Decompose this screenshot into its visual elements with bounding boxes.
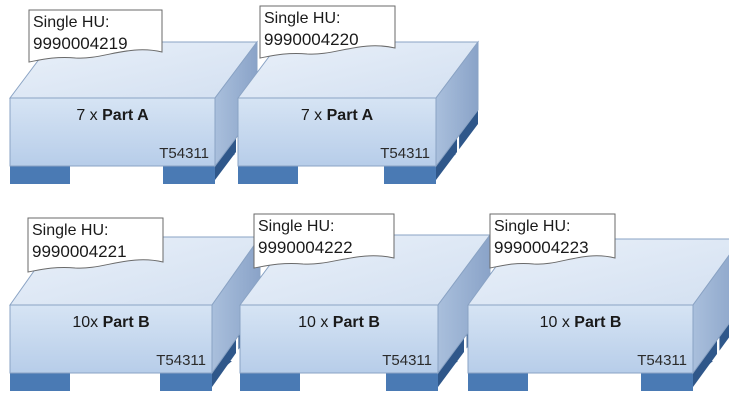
hu-tag: Single HU: 9990004221	[27, 217, 164, 273]
box-front-face	[467, 304, 694, 374]
hu-number: 9990004222	[258, 238, 353, 257]
pallet-skid	[384, 166, 436, 184]
pallet-code: T54311	[156, 352, 206, 369]
pallet-skid	[468, 373, 528, 391]
part-name: Part B	[103, 314, 150, 331]
pallet-code: T54311	[159, 145, 209, 162]
pallet-3: 10x Part B T54311 Single HU: 9990004221	[9, 217, 261, 391]
hu-tag-shape	[259, 5, 396, 59]
hu-number: 9990004220	[264, 30, 359, 49]
pallet-skid	[641, 373, 693, 391]
part-name: Part B	[333, 314, 380, 331]
hu-tag-title: Single HU:	[258, 218, 334, 235]
hu-tag-shape	[27, 217, 164, 273]
box-front-face	[9, 304, 213, 374]
hu-tag-title: Single HU:	[33, 14, 109, 31]
hu-tag: Single HU: 9990004223	[489, 213, 616, 269]
quantity-prefix: 10 x	[540, 314, 575, 331]
pallet-skid	[163, 166, 215, 184]
hu-tag-shape	[28, 9, 163, 63]
quantity-label: 10 x Part B	[298, 314, 380, 331]
part-name: Part B	[574, 314, 621, 331]
part-name: Part A	[327, 107, 374, 124]
pallet-skid	[160, 373, 212, 391]
hu-number: 9990004223	[494, 238, 589, 257]
quantity-label: 10x Part B	[72, 314, 149, 331]
hu-tag-title: Single HU:	[32, 222, 108, 239]
box-front-face	[239, 304, 439, 374]
hu-tag-title: Single HU:	[494, 218, 570, 235]
hu-tag: Single HU: 9990004220	[259, 5, 396, 59]
quantity-prefix: 7 x	[301, 107, 327, 124]
hu-tag-title: Single HU:	[264, 10, 340, 27]
pallet-code: T54311	[382, 352, 432, 369]
pallet-skid	[10, 373, 70, 391]
box-front-face	[9, 97, 216, 167]
pallet-1: 7 x Part A T54311 Single HU: 9990004219	[9, 9, 258, 184]
pallet-code: T54311	[637, 352, 687, 369]
pallet-skid	[238, 166, 298, 184]
quantity-prefix: 10x	[72, 314, 102, 331]
quantity-prefix: 7 x	[76, 107, 102, 124]
hu-number: 9990004221	[32, 242, 127, 261]
hu-tag: Single HU: 9990004219	[28, 9, 163, 63]
quantity-label: 7 x Part A	[76, 107, 149, 124]
pallet-skid	[240, 373, 300, 391]
box-front-face	[237, 97, 437, 167]
quantity-label: 7 x Part A	[301, 107, 374, 124]
pallet-skid	[386, 373, 438, 391]
pallet-4: 10 x Part B T54311 Single HU: 9990004222	[239, 213, 491, 391]
part-name: Part A	[102, 107, 149, 124]
hu-number: 9990004219	[33, 34, 128, 53]
hu-tag-shape	[253, 213, 395, 269]
pallet-skid	[10, 166, 70, 184]
quantity-label: 10 x Part B	[540, 314, 622, 331]
quantity-prefix: 10 x	[298, 314, 333, 331]
pallet-code: T54311	[380, 145, 430, 162]
hu-tag-shape	[489, 213, 616, 269]
hu-tag: Single HU: 9990004222	[253, 213, 395, 269]
pallet-2: 7 x Part A T54311 Single HU: 9990004220	[237, 5, 479, 184]
pallet-5: 10 x Part B T54311 Single HU: 9990004223	[467, 213, 729, 391]
